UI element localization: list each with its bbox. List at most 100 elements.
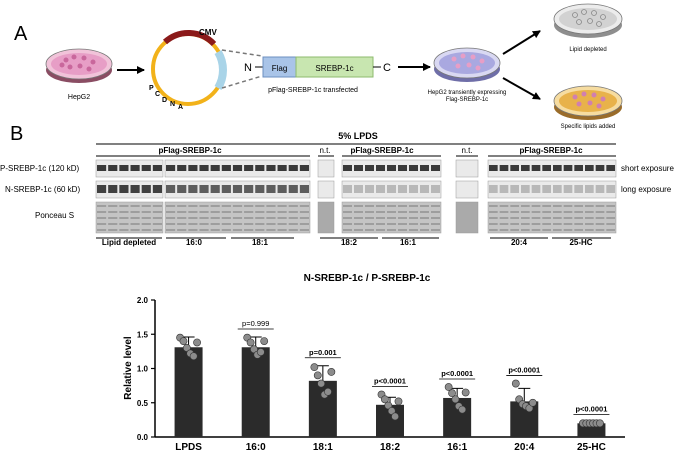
ponceau-band bbox=[499, 205, 509, 207]
blot-band bbox=[420, 165, 429, 171]
blot-band bbox=[277, 165, 287, 171]
ponceau-band bbox=[141, 229, 151, 231]
lipids-added-dish bbox=[553, 85, 623, 120]
ponceau-band bbox=[210, 229, 220, 231]
lane-label-lipid-depleted: Lipid depleted bbox=[102, 238, 156, 247]
data-point bbox=[256, 348, 265, 356]
blot-band bbox=[489, 185, 498, 193]
blot-band bbox=[266, 185, 276, 193]
x-tick-label: 18:1 bbox=[313, 442, 333, 453]
ponceau-band bbox=[299, 205, 309, 207]
ponceau-band bbox=[542, 217, 551, 219]
ponceau-band bbox=[266, 217, 276, 219]
blot-band bbox=[177, 165, 187, 171]
srebp-label: SREBP-1c bbox=[315, 64, 353, 73]
blot-panel bbox=[317, 201, 335, 234]
pvalue-label: p<0.0001 bbox=[441, 369, 473, 378]
ponceau-band bbox=[542, 229, 551, 231]
ponceau-band bbox=[398, 211, 407, 213]
ponceau-band bbox=[130, 229, 140, 231]
ponceau-band bbox=[606, 211, 615, 213]
ponceau-band bbox=[574, 205, 583, 207]
western-blot-panels bbox=[95, 159, 617, 234]
ponceau-band bbox=[585, 229, 594, 231]
data-point bbox=[193, 338, 201, 347]
ponceau-band bbox=[521, 217, 530, 219]
right-label-long: long exposure bbox=[621, 185, 672, 194]
blot-band bbox=[299, 165, 309, 171]
blot-band bbox=[420, 185, 429, 193]
blot-band bbox=[531, 165, 541, 171]
ponceau-band bbox=[595, 211, 605, 213]
blot-band bbox=[141, 165, 151, 171]
group-label-5: pFlag-SREBP-1c bbox=[519, 146, 583, 155]
pvalue-label: p<0.0001 bbox=[575, 405, 607, 414]
ponceau-band bbox=[288, 223, 298, 225]
ponceau-band bbox=[188, 205, 198, 207]
blot-band bbox=[177, 185, 187, 193]
ponceau-band bbox=[521, 229, 530, 231]
lipid-depleted-label: Lipid depleted bbox=[569, 47, 606, 53]
blot-band bbox=[553, 185, 562, 193]
x-tick-label: 18:2 bbox=[380, 442, 400, 453]
lane-label-18-1: 18:1 bbox=[252, 238, 269, 247]
ponceau-band bbox=[553, 205, 562, 207]
n-terminus: N bbox=[244, 62, 252, 74]
ponceau-band bbox=[266, 205, 276, 207]
ponceau-band bbox=[489, 205, 498, 207]
bar bbox=[308, 380, 337, 437]
ponceau-band bbox=[141, 205, 151, 207]
blot-band bbox=[152, 165, 162, 171]
transient-dish bbox=[433, 47, 501, 82]
blot-band bbox=[199, 185, 209, 193]
blot-band bbox=[166, 185, 176, 193]
ponceau-band bbox=[232, 217, 243, 219]
ponceau-band bbox=[119, 229, 129, 231]
blot-band bbox=[387, 165, 396, 171]
ponceau-band bbox=[606, 205, 615, 207]
group-label-1: pFlag-SREBP-1c bbox=[158, 146, 222, 155]
data-point bbox=[394, 397, 403, 406]
ponceau-band bbox=[489, 229, 498, 231]
data-point bbox=[246, 338, 255, 347]
ponceau-band bbox=[299, 223, 309, 225]
ponceau-band bbox=[431, 229, 440, 231]
blot-band bbox=[97, 185, 107, 193]
blot-panel bbox=[95, 201, 164, 234]
ponceau-band bbox=[365, 217, 374, 219]
data-point bbox=[324, 387, 332, 396]
ponceau-band bbox=[266, 229, 276, 231]
data-point bbox=[596, 419, 604, 428]
ponceau-band bbox=[141, 217, 151, 219]
blot-panel bbox=[455, 201, 479, 234]
ponceau-band bbox=[574, 223, 583, 225]
ponceau-band bbox=[431, 217, 440, 219]
blot-band bbox=[499, 185, 509, 193]
lipids-added-label: Specific lipids added bbox=[561, 124, 616, 130]
blot-panel bbox=[95, 159, 164, 178]
ponceau-band bbox=[510, 217, 519, 219]
data-point bbox=[189, 352, 198, 361]
ponceau-band bbox=[585, 211, 594, 213]
data-point bbox=[310, 363, 319, 372]
ponceau-band bbox=[255, 205, 265, 207]
ponceau-band bbox=[232, 211, 243, 213]
blot-band bbox=[409, 165, 418, 171]
ponceau-band bbox=[553, 217, 562, 219]
cmv-label: CMV bbox=[199, 28, 217, 37]
ponceau-band bbox=[244, 223, 254, 225]
hepg2-label: HepG2 bbox=[68, 94, 90, 101]
plasmid-letter-d: D bbox=[162, 97, 167, 104]
ponceau-band bbox=[97, 205, 107, 207]
blot-band bbox=[387, 185, 396, 193]
x-tick-label: 16:0 bbox=[246, 442, 266, 453]
y-tick-label: 1.0 bbox=[137, 365, 149, 374]
blot-band bbox=[585, 185, 594, 193]
ponceau-band bbox=[354, 217, 363, 219]
ponceau-band bbox=[108, 217, 118, 219]
x-tick-label: 25-HC bbox=[577, 442, 606, 453]
row-label-p-srebp: P-SREBP-1c (120 kD) bbox=[0, 164, 79, 173]
ponceau-band bbox=[166, 229, 176, 231]
transient-label-line1: HepG2 transiently expressing bbox=[428, 90, 507, 96]
ponceau-band bbox=[376, 229, 385, 231]
